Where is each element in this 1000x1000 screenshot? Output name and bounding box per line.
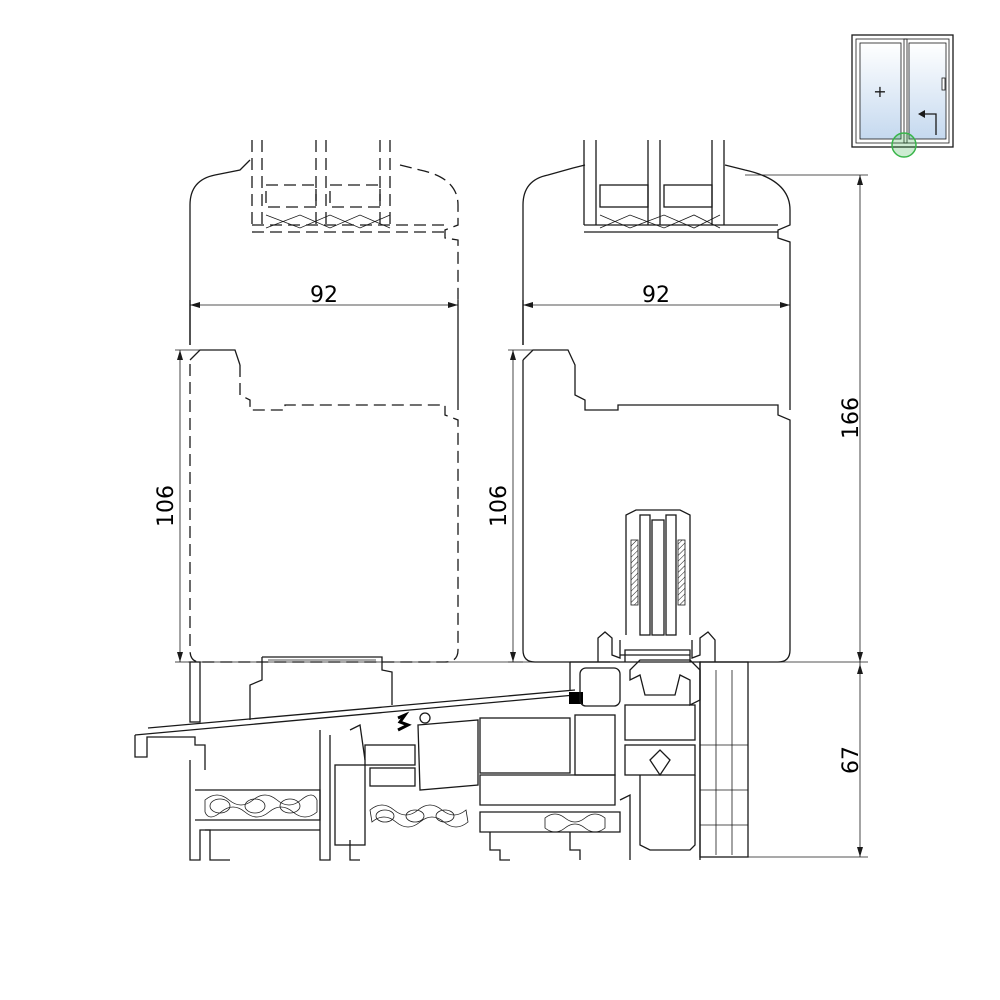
right-sash-profile (522, 140, 791, 663)
total-height-label: 166 (839, 397, 864, 439)
fixed-panel-symbol: + (873, 82, 886, 101)
dimension-left-width: 92 (190, 283, 458, 308)
left-sash-profile (189, 140, 459, 663)
left-width-label: 92 (310, 283, 338, 308)
frame-profile (134, 631, 749, 861)
dimension-right-height: 106 (487, 349, 535, 663)
dimension-frame-height: 67 (188, 661, 868, 858)
dimension-right-width: 92 (523, 283, 790, 308)
handle-icon (941, 77, 946, 91)
window-thumbnail: + (851, 34, 954, 158)
right-height-label: 106 (487, 485, 512, 527)
sliding-arrow-icon (918, 110, 937, 135)
dimension-total-height: 166 (745, 174, 868, 662)
frame-height-label: 67 (839, 746, 864, 774)
left-height-label: 106 (154, 485, 179, 527)
gasket (397, 711, 412, 732)
dimension-left-height: 106 (154, 349, 200, 663)
right-width-label: 92 (642, 283, 670, 308)
detail-highlight-circle (891, 132, 917, 158)
